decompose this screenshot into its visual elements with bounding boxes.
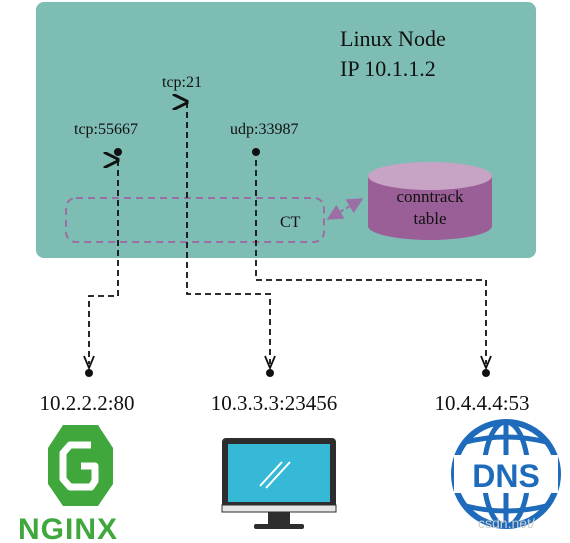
endpoint-dot-computer bbox=[266, 369, 274, 377]
arrow-head-nginx bbox=[83, 355, 95, 371]
arrow-head-dns bbox=[480, 355, 492, 371]
dns-globe-icon: DNS bbox=[451, 419, 561, 529]
nginx-logo-text: NGINX bbox=[18, 513, 118, 543]
dns-logo-text: DNS bbox=[472, 458, 540, 494]
endpoint-dot-nginx bbox=[85, 369, 93, 377]
table-label: table bbox=[413, 209, 446, 228]
node-title: Linux Node bbox=[340, 26, 446, 51]
endpoint-address-nginx: 10.2.2.2:80 bbox=[39, 391, 134, 415]
watermark: csdn.net/ bbox=[478, 515, 535, 531]
ct-label: CT bbox=[280, 214, 301, 231]
flow-path-dns bbox=[255, 160, 487, 364]
conntrack-table-cylinder: conntrack table bbox=[368, 162, 492, 240]
endpoint-dot-dns bbox=[482, 369, 490, 377]
port-label-middle: tcp:21 bbox=[162, 74, 202, 91]
arrow-head-computer bbox=[264, 355, 276, 371]
port-dot-right bbox=[252, 148, 260, 156]
conntrack-label: conntrack bbox=[396, 187, 464, 206]
node-ip: IP 10.1.1.2 bbox=[340, 56, 436, 81]
nginx-logo-icon: NGINX bbox=[18, 425, 118, 543]
port-label-left: tcp:55667 bbox=[74, 121, 138, 138]
flow-path-nginx bbox=[88, 160, 118, 364]
flow-path-computer bbox=[187, 102, 271, 364]
port-label-right: udp:33987 bbox=[230, 121, 298, 138]
computer-monitor-icon bbox=[221, 438, 337, 529]
endpoint-address-computer: 10.3.3.3:23456 bbox=[211, 391, 338, 415]
port-dot-left bbox=[114, 148, 122, 156]
endpoint-address-dns: 10.4.4.4:53 bbox=[434, 391, 529, 415]
ct-box bbox=[65, 197, 325, 243]
